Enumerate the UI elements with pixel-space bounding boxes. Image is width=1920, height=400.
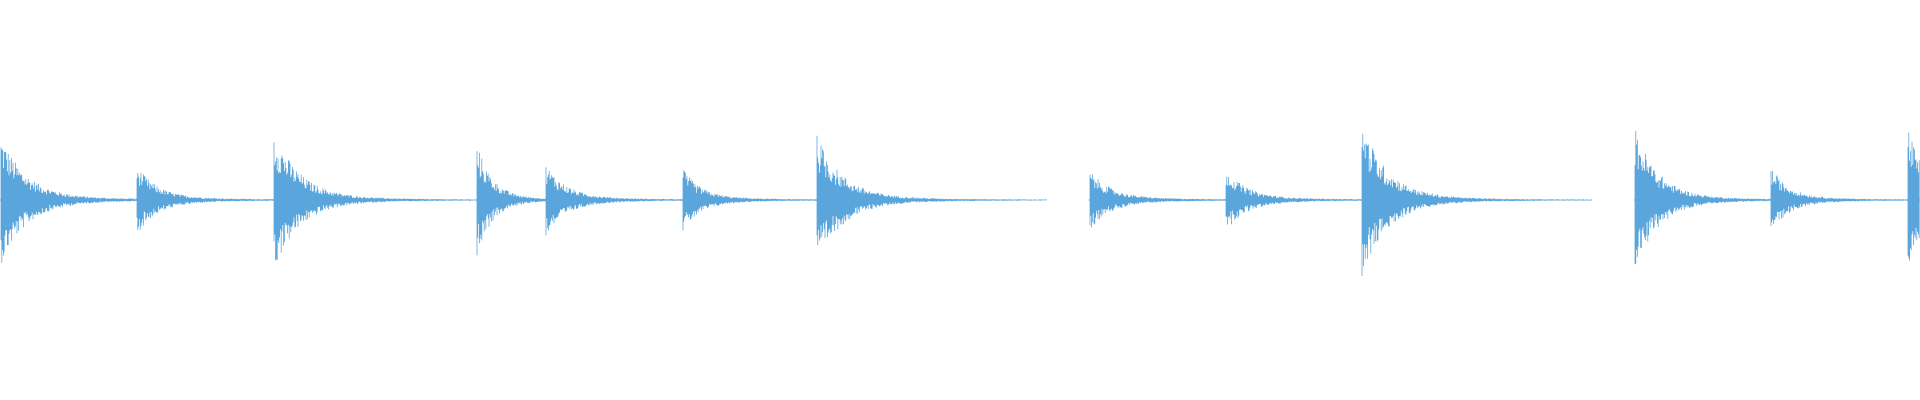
waveform-hit-1 bbox=[0, 147, 231, 263]
waveform-hit-shape bbox=[1770, 170, 1920, 226]
waveform-hit-10 bbox=[1361, 133, 1592, 276]
waveform-hit-shape bbox=[1361, 133, 1592, 276]
waveform-hit-7 bbox=[816, 135, 1047, 246]
waveform-hit-shape bbox=[816, 135, 1047, 246]
waveform-hits bbox=[0, 130, 1920, 276]
waveform-hit-3 bbox=[273, 142, 504, 261]
waveform-hit-shape bbox=[0, 147, 231, 263]
waveform-hit-12 bbox=[1770, 170, 1920, 226]
waveform-hit-shape bbox=[1907, 132, 1920, 261]
waveform-hit-13 bbox=[1907, 132, 1920, 261]
waveform-hit-shape bbox=[273, 142, 504, 261]
